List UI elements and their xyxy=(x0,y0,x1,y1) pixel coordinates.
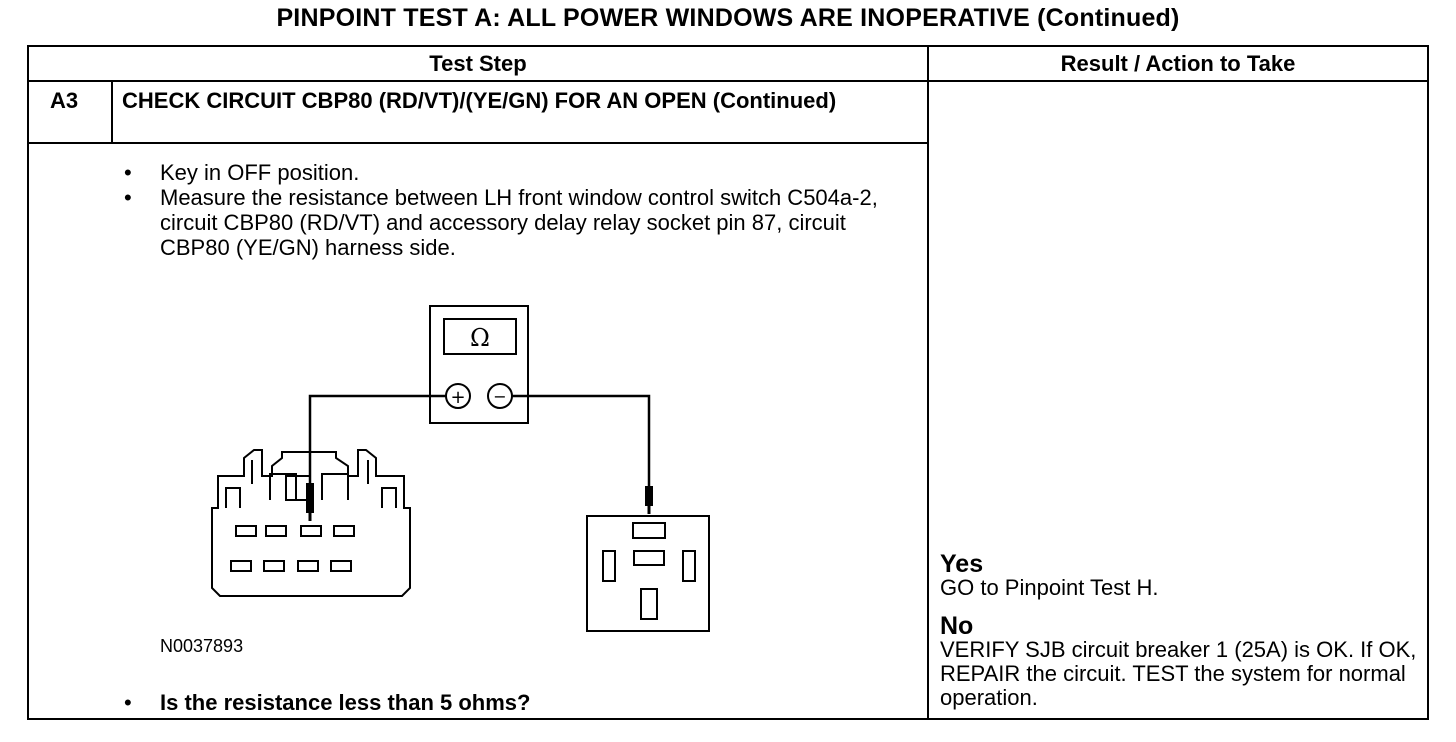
question-text: Is the resistance less than 5 ohms? xyxy=(160,690,531,715)
negative-probe xyxy=(645,486,653,506)
step-question: •Is the resistance less than 5 ohms? xyxy=(124,690,531,715)
instruction-item: •Key in OFF position. xyxy=(124,160,360,185)
header-result-action: Result / Action to Take xyxy=(1060,51,1296,76)
multimeter-body xyxy=(429,305,529,424)
plus-sign: + xyxy=(450,387,465,408)
result-no-action: VERIFY SJB circuit breaker 1 (25A) is OK… xyxy=(940,637,1417,710)
page-title: PINPOINT TEST A: ALL POWER WINDOWS ARE I… xyxy=(276,4,1180,32)
result-yes-label: Yes xyxy=(940,550,984,578)
header-divider xyxy=(27,80,1429,82)
minus-sign: − xyxy=(493,387,506,406)
negative-test-lead xyxy=(512,394,651,488)
step-number-divider xyxy=(111,80,113,143)
header-test-step: Test Step xyxy=(429,51,527,76)
test-table xyxy=(27,45,1429,720)
result-yes-action: GO to Pinpoint Test H. xyxy=(940,575,1159,600)
positive-test-lead xyxy=(308,394,446,485)
step-title-divider xyxy=(27,142,928,144)
relay-socket xyxy=(586,515,710,632)
column-divider xyxy=(927,45,929,720)
step-number: A3 xyxy=(50,88,79,113)
instruction-item: •Measure the resistance between LH front… xyxy=(124,185,878,260)
instruction-list: •Key in OFF position. •Measure the resis… xyxy=(120,160,910,260)
window-switch-connector xyxy=(211,449,411,597)
instruction-text: Key in OFF position. xyxy=(160,160,360,185)
result-no-label: No xyxy=(940,612,974,640)
result-yes: Yes GO to Pinpoint Test H. xyxy=(940,552,1430,600)
instruction-text: Measure the resistance between LH front … xyxy=(160,185,878,260)
step-title: CHECK CIRCUIT CBP80 (RD/VT)/(YE/GN) FOR … xyxy=(122,88,837,113)
multimeter-display xyxy=(443,318,517,355)
positive-probe xyxy=(306,483,314,513)
result-no: No VERIFY SJB circuit breaker 1 (25A) is… xyxy=(940,614,1425,710)
ohm-symbol: Ω xyxy=(470,324,490,352)
figure-id: N0037893 xyxy=(160,636,244,656)
